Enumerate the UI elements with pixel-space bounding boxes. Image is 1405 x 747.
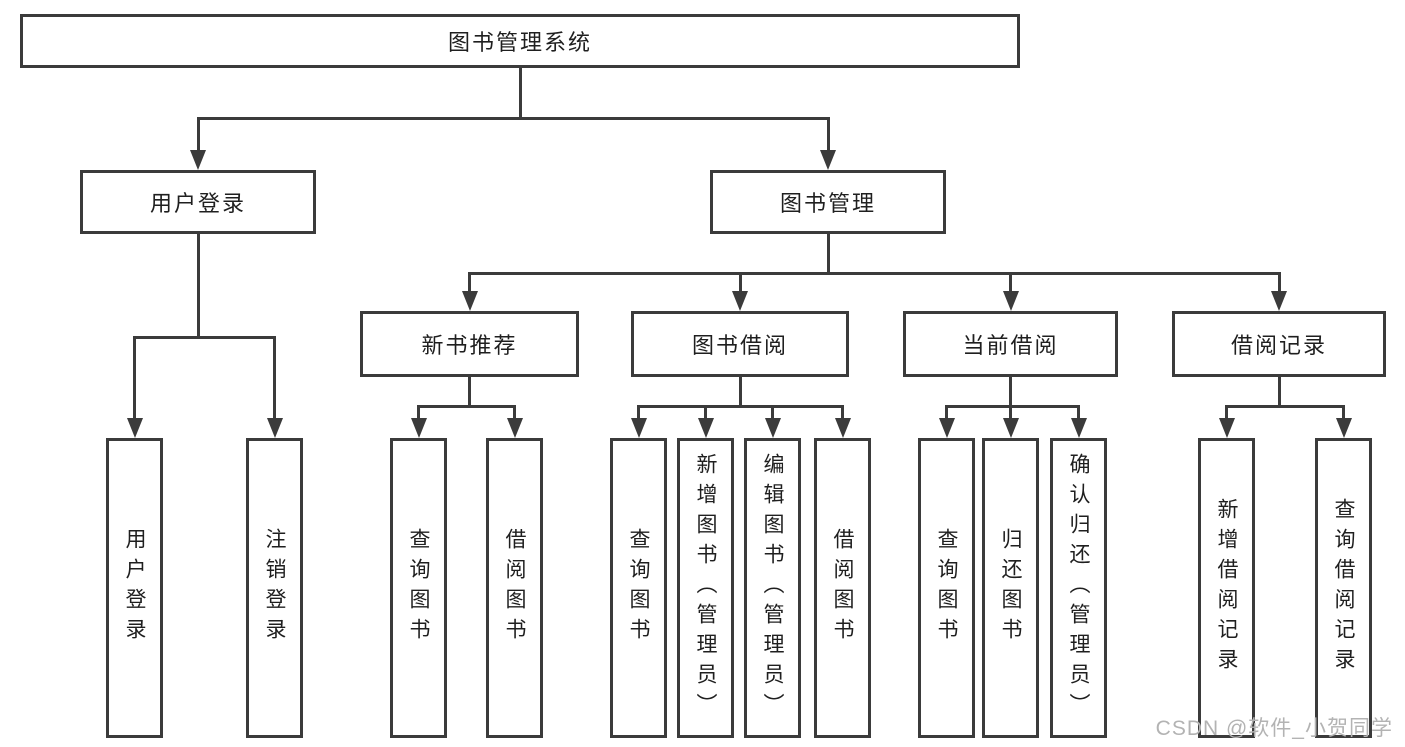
node-user-login-label: 用户登录: [149, 191, 246, 216]
leaf-add-book-admin-label: 新增图书（管理员）: [694, 453, 717, 723]
leaf-user-login-label: 用户登录: [123, 528, 146, 648]
node-book-borrowing: 图书借阅: [631, 311, 849, 377]
connector-line: [468, 271, 1281, 275]
leaf-edit-book-admin-label: 编辑图书（管理员）: [761, 453, 784, 723]
leaf-return-books-label: 归还图书: [999, 528, 1022, 648]
connector-line: [1077, 406, 1080, 424]
connector-line: [841, 406, 844, 424]
connector-line: [637, 406, 640, 424]
connector-line: [468, 273, 471, 297]
arrowhead-down-icon: [1070, 418, 1087, 438]
leaf-confirm-return-admin: 确认归还（管理员）: [1050, 438, 1107, 738]
leaf-logout-label: 注销登录: [263, 528, 286, 648]
connector-line: [1277, 273, 1281, 297]
node-book-management: 图书管理: [710, 170, 946, 234]
leaf-return-books: 归还图书: [982, 438, 1039, 738]
connector-line: [417, 406, 420, 424]
leaf-edit-book-admin: 编辑图书（管理员）: [744, 438, 801, 738]
connector-line: [518, 68, 522, 118]
node-book-management-label: 图书管理: [779, 191, 876, 216]
connector-line: [196, 118, 200, 156]
connector-line: [133, 335, 276, 339]
arrowhead-down-icon: [461, 291, 478, 311]
connector-line: [945, 406, 948, 424]
arrowhead-down-icon: [732, 291, 748, 311]
connector-line: [196, 234, 200, 337]
arrowhead-down-icon: [1271, 291, 1287, 311]
leaf-search-books-label: 查询图书: [407, 528, 430, 648]
leaf-logout: 注销登录: [246, 438, 303, 738]
connector-line: [738, 377, 742, 406]
leaf-search-books: 查询图书: [390, 438, 447, 738]
watermark: CSDN @软件_小贺同学: [1155, 717, 1393, 740]
node-current-borrowing: 当前借阅: [903, 311, 1118, 377]
leaf-borrow-books: 借阅图书: [814, 438, 871, 738]
connector-line: [1009, 273, 1012, 297]
node-new-book-recommend: 新书推荐: [360, 311, 579, 377]
leaf-search-books: 查询图书: [918, 438, 975, 738]
connector-line: [513, 406, 516, 424]
connector-line: [1225, 406, 1228, 424]
node-borrowing-records: 借阅记录: [1172, 311, 1386, 377]
connector-line: [1009, 377, 1012, 406]
connector-line: [771, 406, 774, 424]
arrowhead-down-icon: [1002, 418, 1019, 438]
connector-line: [273, 337, 276, 424]
arrowhead-down-icon: [764, 418, 781, 438]
connector-line: [133, 337, 136, 424]
arrowhead-down-icon: [410, 418, 427, 438]
leaf-search-books-label: 查询图书: [935, 528, 958, 648]
node-root-label: 图书管理系统: [447, 30, 592, 55]
leaf-borrow-books: 借阅图书: [486, 438, 543, 738]
node-current-borrowing-label: 当前借阅: [962, 333, 1059, 358]
leaf-search-borrow-record: 查询借阅记录: [1315, 438, 1372, 738]
leaf-add-borrow-record-label: 新增借阅记录: [1215, 498, 1238, 678]
connector-line: [945, 404, 1080, 408]
connector-line: [1277, 377, 1281, 406]
leaf-borrow-books-label: 借阅图书: [831, 528, 854, 648]
arrowhead-down-icon: [630, 418, 647, 438]
arrowhead-down-icon: [1002, 291, 1019, 311]
connector-line: [738, 273, 742, 297]
arrowhead-down-icon: [1335, 418, 1352, 438]
arrowhead-down-icon: [1218, 418, 1235, 438]
connector-line: [1009, 406, 1012, 424]
connector-line: [196, 116, 830, 120]
connector-line: [826, 234, 830, 273]
leaf-borrow-books-label: 借阅图书: [503, 528, 526, 648]
leaf-add-book-admin: 新增图书（管理员）: [677, 438, 734, 738]
leaf-search-books-label: 查询图书: [627, 528, 650, 648]
arrowhead-down-icon: [266, 418, 283, 438]
arrowhead-down-icon: [126, 418, 143, 438]
node-borrowing-records-label: 借阅记录: [1230, 333, 1327, 358]
connector-line: [1342, 406, 1345, 424]
leaf-search-books: 查询图书: [610, 438, 667, 738]
leaf-add-borrow-record: 新增借阅记录: [1198, 438, 1255, 738]
leaf-user-login: 用户登录: [106, 438, 163, 738]
node-user-login: 用户登录: [80, 170, 316, 234]
arrowhead-down-icon: [938, 418, 955, 438]
leaf-confirm-return-admin-label: 确认归还（管理员）: [1067, 453, 1090, 723]
arrowhead-down-icon: [506, 418, 523, 438]
node-book-borrowing-label: 图书借阅: [691, 333, 788, 358]
leaf-search-borrow-record-label: 查询借阅记录: [1332, 498, 1355, 678]
arrowhead-down-icon: [697, 418, 714, 438]
node-root: 图书管理系统: [20, 14, 1020, 68]
arrowhead-down-icon: [820, 150, 836, 170]
connector-line: [637, 404, 844, 408]
arrowhead-down-icon: [190, 150, 206, 170]
connector-line: [826, 118, 830, 156]
connector-line: [704, 406, 707, 424]
connector-line: [1225, 404, 1345, 408]
connector-line: [468, 377, 471, 406]
arrowhead-down-icon: [834, 418, 851, 438]
connector-line: [417, 404, 516, 408]
node-new-book-recommend-label: 新书推荐: [421, 333, 518, 358]
